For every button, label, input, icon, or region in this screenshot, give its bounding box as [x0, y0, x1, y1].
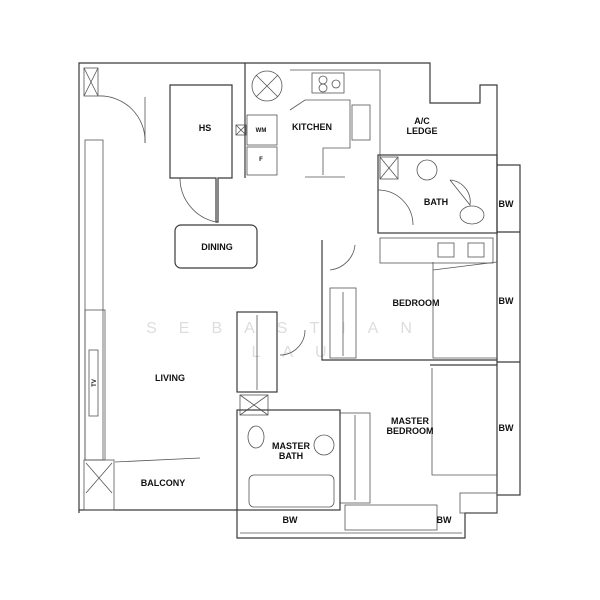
label-master-bath-2: BATH	[279, 451, 303, 461]
label-bw-bottom-right: BW	[437, 515, 452, 525]
label-ac-ledge-2: LEDGE	[406, 126, 437, 136]
label-dining: DINING	[201, 242, 233, 252]
master-bath	[236, 409, 341, 511]
label-bw-bedroom: BW	[499, 296, 514, 306]
label-bedroom: BEDROOM	[393, 298, 440, 308]
label-wm: WM	[256, 128, 267, 134]
label-balcony: BALCONY	[141, 478, 186, 488]
label-master-bath-1: MASTER	[272, 441, 311, 451]
bedroom	[321, 237, 498, 361]
household-shelter	[169, 84, 247, 223]
label-master-bedroom-2: BEDROOM	[387, 426, 434, 436]
room-labels: HS WM F KITCHEN A/C LEDGE BATH BW DINING…	[92, 116, 514, 525]
label-living: LIVING	[155, 373, 185, 383]
label-fridge: F	[259, 157, 263, 163]
label-master-bedroom-1: MASTER	[391, 416, 430, 426]
master-wardrobes	[236, 311, 371, 504]
label-bw-bath: BW	[499, 199, 514, 209]
common-bath	[377, 154, 498, 234]
label-tv: TV	[92, 379, 98, 387]
label-ac-ledge-1: A/C	[414, 116, 430, 126]
label-bw-master: BW	[499, 423, 514, 433]
label-kitchen: KITCHEN	[292, 122, 332, 132]
label-bath: BATH	[424, 197, 448, 207]
label-bw-bottom-left: BW	[283, 515, 298, 525]
kitchen	[244, 63, 381, 178]
label-hs: HS	[199, 123, 212, 133]
watermark-line1: SEBASTIAN	[146, 320, 434, 337]
watermark-line2: LAU	[251, 344, 348, 361]
master-bedroom	[344, 364, 497, 531]
dining-table	[174, 224, 258, 269]
entrance-and-living-walls	[83, 67, 201, 511]
